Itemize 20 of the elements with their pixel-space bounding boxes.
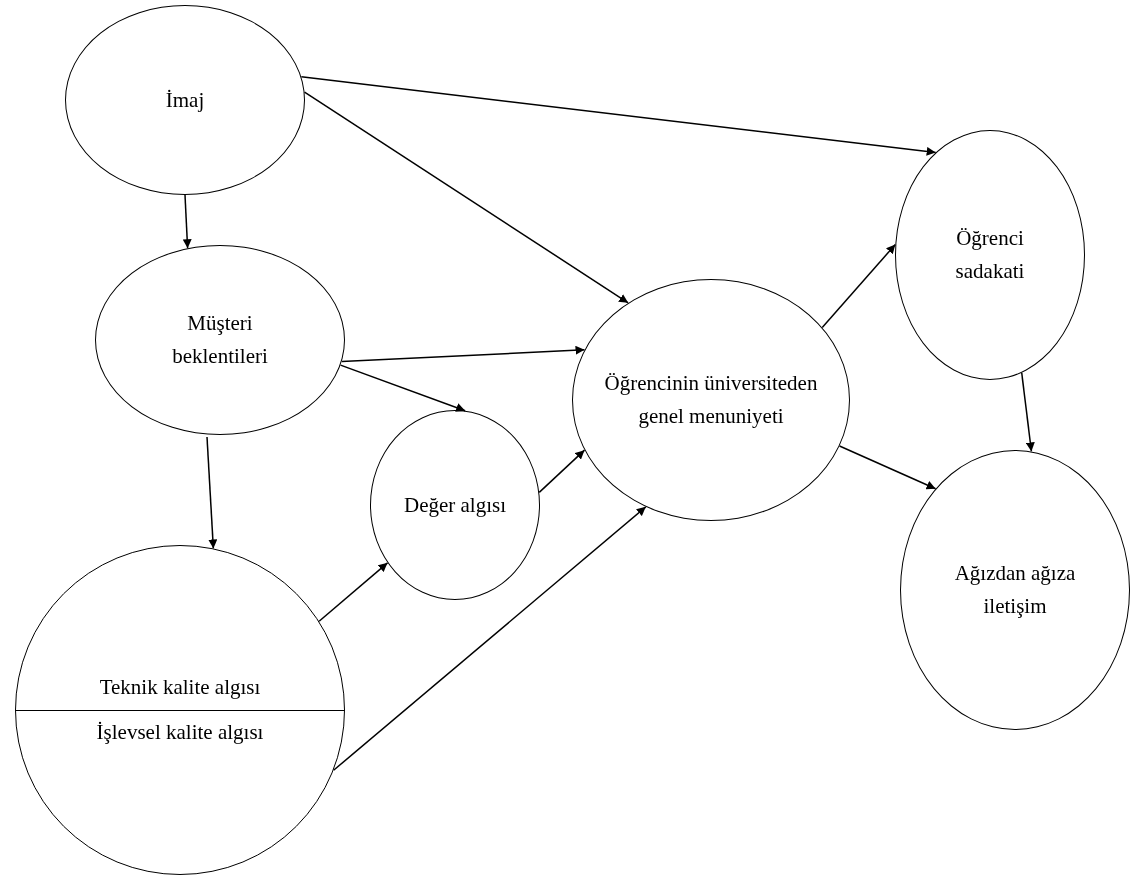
arrow xyxy=(341,345,586,363)
arrow xyxy=(318,562,389,623)
node-label: Müşteri beklentileri xyxy=(171,310,269,370)
arrow xyxy=(182,194,192,249)
arrow xyxy=(538,449,586,494)
node-label: Öğrenci sadakati xyxy=(954,225,1026,285)
arrow xyxy=(303,91,629,304)
arrow xyxy=(838,445,937,490)
arrow xyxy=(339,364,466,412)
node-label: Teknik kalite algısı xyxy=(99,674,261,702)
arrow xyxy=(206,436,218,550)
node-label: Ağızdan ağıza iletişim xyxy=(953,560,1077,620)
node-label: İşlevsel kalite algısı xyxy=(96,719,264,746)
node-label: Öğrencinin üniversiteden genel menuniyeti xyxy=(603,370,819,430)
arrow xyxy=(332,506,647,771)
arrow xyxy=(1020,372,1035,453)
node-label: İmaj xyxy=(165,86,205,114)
arrow xyxy=(300,76,937,156)
node-label: Değer algısı xyxy=(403,491,506,519)
arrow xyxy=(821,243,897,329)
